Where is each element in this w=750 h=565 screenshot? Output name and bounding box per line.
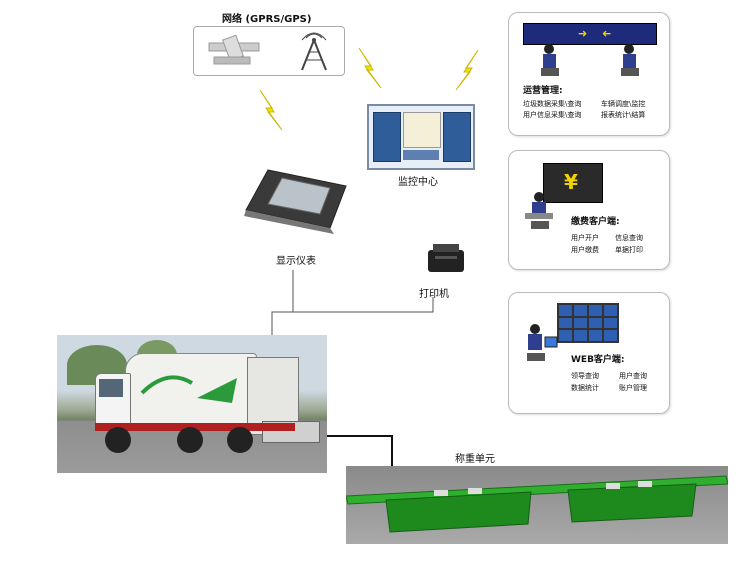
monitor-center-label: 监控中心 [398,177,438,188]
ops-item: 报表统计\结算 [601,111,646,119]
display-meter-icon [244,169,347,234]
display-meter-label: 显示仪表 [276,256,316,267]
arrow-left-icon: ➜ [602,27,612,40]
web-item: 用户查询 [619,372,647,380]
web-item: 账户管理 [619,384,647,392]
ops-item: 垃圾数据采集\查询 [523,100,582,108]
web-operator-icon [527,324,558,361]
fee-item: 单据打印 [615,246,643,254]
web-client-card: WEB客户端: 领导查询 用户查询 数据统计 账户管理 [508,292,670,414]
ops-management-card: ➜ ➜ 运营管理: 垃圾数据采集\查询 车辆调度\监控 用户信息采集\查询 报表… [508,12,670,136]
fee-client-card: ¥ 缴费客户端: 用户开户 信息查询 用户缴费 单据打印 [508,150,670,270]
arrow-right-icon: ➜ [578,27,588,40]
garbage-truck-photo [57,335,327,473]
monitor-center-screen [367,104,475,170]
ops-card-title: 运营管理: [523,86,563,96]
weighing-unit-render [345,466,729,544]
fee-item: 用户开户 [571,234,599,242]
fee-card-title: 缴费客户端: [571,217,620,227]
network-title: 网络 (GPRS/GPS) [222,14,312,25]
ops-screen: ➜ ➜ [523,23,657,45]
yuan-symbol-icon: ¥ [564,170,578,194]
cashier-figure-icon [525,192,553,229]
video-wall [557,303,619,343]
web-item: 数据统计 [571,384,599,392]
fee-item: 用户缴费 [571,246,599,254]
weighing-unit-label: 称重单元 [455,454,495,465]
ops-item: 用户信息采集\查询 [523,111,582,119]
operator-figure-icon [541,44,559,76]
lightning-icon [455,50,479,90]
payment-screen: ¥ [543,163,603,203]
operator-figure-icon [621,44,639,76]
satellite-icon [208,34,260,65]
ops-item: 车辆调度\监控 [601,100,646,108]
signal-tower-icon [301,32,327,71]
lightning-icon [259,90,283,130]
network-box [193,26,345,76]
fee-item: 信息查询 [615,234,643,242]
printer-icon [428,244,464,272]
printer-label: 打印机 [419,289,449,300]
web-card-title: WEB客户端: [571,355,625,365]
web-item: 领导查询 [571,372,599,380]
lightning-icon [358,48,382,88]
